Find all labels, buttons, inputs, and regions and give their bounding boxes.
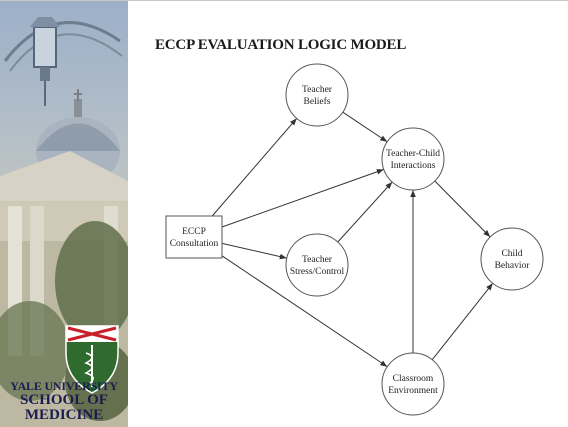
diagram-edges — [211, 111, 494, 368]
logo-text: YALE UNIVERSITY SCHOOL OF MEDICINE — [0, 380, 128, 423]
node-classroom-label: Classroom — [393, 374, 434, 384]
node-interactions-label: Teacher-Child — [386, 149, 440, 159]
node-eccp-shape — [165, 215, 223, 259]
building-illustration — [0, 1, 128, 427]
edge-beliefs-to-interactions — [342, 111, 388, 143]
edge-stress-to-interactions — [337, 181, 393, 243]
edge-eccp-to-interactions — [221, 168, 384, 228]
node-interactions-label: Interactions — [391, 161, 436, 171]
shield-icon — [65, 325, 119, 394]
node-beliefs-shape — [285, 63, 349, 127]
node-child-label: Child — [501, 249, 522, 259]
sidebar-image: YALE UNIVERSITY SCHOOL OF MEDICINE — [0, 1, 128, 427]
node-classroom-label: Environment — [388, 386, 438, 396]
node-beliefs-label: Beliefs — [304, 96, 331, 107]
logo-line-university: YALE UNIVERSITY — [10, 379, 118, 393]
edge-interactions-to-child — [434, 180, 491, 238]
edge-eccp-to-classroom — [221, 255, 388, 368]
node-stress-label: Stress/Control — [290, 267, 345, 277]
slide-title: ECCP EVALUATION LOGIC MODEL — [155, 37, 407, 53]
diagram-nodes: ECCPConsultationTeacherBeliefsTeacher-Ch… — [165, 63, 544, 416]
node-eccp-label: Consultation — [170, 239, 219, 249]
node-child-shape — [480, 227, 544, 291]
node-eccp: ECCP Consultation — [165, 215, 223, 259]
node-eccp-label: ECCP — [182, 227, 206, 237]
edge-classroom-to-child — [431, 282, 494, 361]
node-beliefs-label: Teacher — [302, 85, 333, 95]
edge-eccp-to-stress — [221, 242, 287, 260]
node-child-label: Behavior — [495, 261, 531, 271]
node-stress-label: Teacher — [302, 255, 333, 265]
logo-line-medicine: MEDICINE — [24, 407, 104, 423]
node-classroom-shape — [381, 352, 445, 416]
logo-line-school: SCHOOL OF — [20, 392, 108, 408]
edge-eccp-to-beliefs — [211, 118, 298, 217]
node-stress-shape — [285, 233, 349, 297]
node-interactions-shape — [381, 127, 445, 191]
